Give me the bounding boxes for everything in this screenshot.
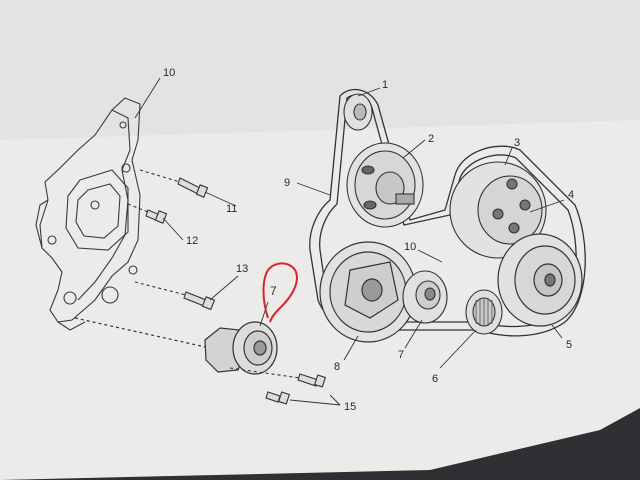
callout-7-circled: 7: [270, 284, 277, 298]
callout-6: 6: [432, 373, 438, 385]
tensioner-pulley: [343, 93, 373, 131]
callout-2: 2: [428, 133, 434, 145]
callout-10: 10: [404, 241, 416, 253]
pulley-5: [497, 233, 583, 327]
leader-lines: [134, 77, 565, 406]
callout-3: 3: [514, 137, 520, 149]
pulley-6: [465, 289, 503, 335]
bolt-12: [139, 169, 209, 198]
callout-11: 10: [163, 67, 175, 79]
callout-8: 8: [334, 361, 340, 373]
idler-pulley-7: [402, 270, 448, 324]
pulley-2: [346, 142, 424, 228]
callout-5: 5: [566, 339, 572, 351]
callout-1: 1: [382, 79, 388, 91]
bolt-14: [134, 281, 216, 311]
callout-15: 15: [344, 401, 356, 413]
red-circle-annotation: [262, 262, 298, 323]
callout-9: 9: [284, 177, 290, 189]
idler-pulley-assembly: [74, 317, 278, 375]
callout-14: 13: [236, 263, 248, 275]
pulley-8: [319, 241, 417, 343]
callout-13: 12: [186, 235, 198, 247]
bolt-15-lower: [265, 391, 291, 405]
engine-bracket: [35, 97, 141, 331]
callout-12: 11: [226, 203, 237, 215]
pulley-3: [449, 161, 547, 259]
bolt-13: [127, 203, 168, 224]
bolt-15-upper: [229, 367, 327, 388]
callout-4: 4: [568, 189, 574, 201]
callout-7: 7: [398, 349, 404, 361]
